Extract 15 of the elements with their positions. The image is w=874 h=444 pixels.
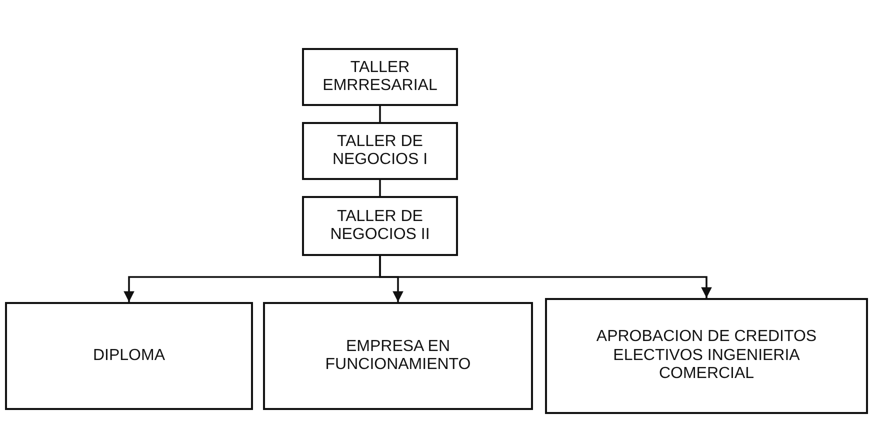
connector xyxy=(379,180,381,196)
connector xyxy=(379,256,712,298)
box-label: TALLER EMRRESARIAL xyxy=(322,58,438,96)
box-label: APROBACION DE CREDITOS ELECTIVOS INGENIERIA COMERCIAL xyxy=(595,328,818,384)
box-label: EMPRESA EN FUNCIONAMIENTO xyxy=(324,338,472,374)
process-box xyxy=(302,48,458,106)
process-box xyxy=(263,302,533,410)
process-box xyxy=(545,298,868,414)
box-label: TALLER DE NEGOCIOS II xyxy=(329,208,431,244)
box-label: TALLER DE NEGOCIOS I xyxy=(331,132,429,170)
process-box xyxy=(302,196,458,256)
process-box xyxy=(5,302,253,410)
box-label: DIPLOMA xyxy=(92,346,165,366)
connector xyxy=(379,106,381,122)
process-box xyxy=(302,122,458,180)
